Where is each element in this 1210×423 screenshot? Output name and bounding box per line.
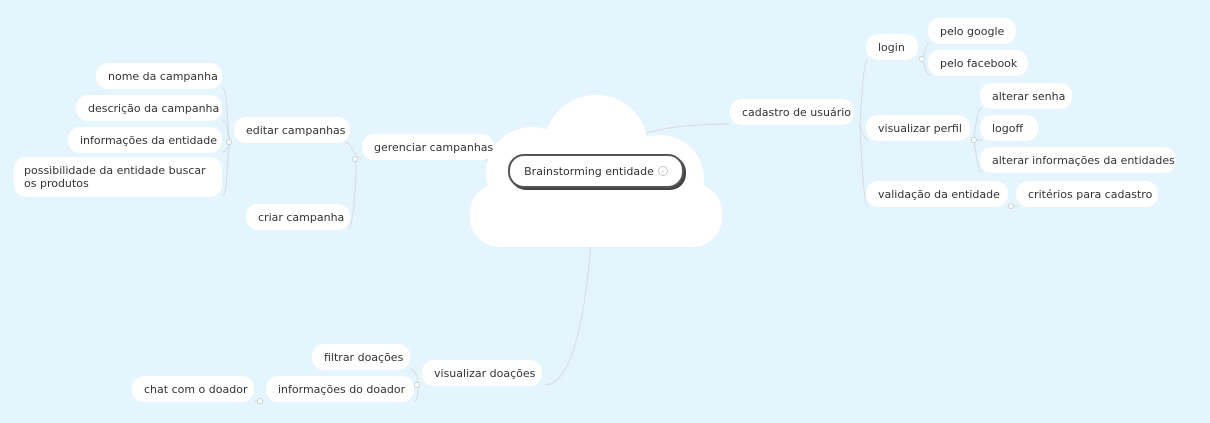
topic-label: criar campanha xyxy=(258,210,345,224)
expand-dot[interactable] xyxy=(352,156,358,162)
topic-label: chat com o doador xyxy=(144,382,248,396)
topic-label: alterar senha xyxy=(992,89,1066,103)
topic-label: login xyxy=(878,40,905,54)
topic-informacoes-do-doador[interactable]: informações do doador xyxy=(266,376,414,402)
topic-label: cadastro de usuário xyxy=(742,105,852,119)
topic-visualizar-doacoes[interactable]: visualizar doações xyxy=(422,360,542,386)
topic-label: descrição da campanha xyxy=(88,101,220,115)
topic-label: filtrar doações xyxy=(324,350,404,364)
topic-nome-da-campanha[interactable]: nome da campanha xyxy=(96,63,222,89)
topic-label: visualizar doações xyxy=(434,366,536,380)
link-gerenciar-criar xyxy=(347,158,357,230)
topic-label: pelo facebook xyxy=(940,56,1018,70)
topic-label: possibilidade da entidade buscar os prod… xyxy=(24,164,206,190)
expand-dot[interactable] xyxy=(1008,203,1014,209)
link-perfil-senha xyxy=(973,107,983,141)
link-editar-nome xyxy=(221,87,231,143)
topic-alterar-informacoes-entidades[interactable]: alterar informações da entidades xyxy=(980,147,1176,173)
expand-dot[interactable] xyxy=(226,139,232,145)
topic-informacoes-da-entidade[interactable]: informações da entidade xyxy=(68,127,222,153)
link-editar-possibilidade xyxy=(221,141,231,197)
topic-criterios-para-cadastro[interactable]: critérios para cadastro xyxy=(1016,181,1158,207)
topic-label: logoff xyxy=(992,121,1024,135)
topic-label: validação da entidade xyxy=(878,187,1000,201)
topic-cadastro-de-usuario[interactable]: cadastro de usuário xyxy=(730,99,854,125)
expand-dot[interactable] xyxy=(971,137,977,143)
topic-chat-com-o-doador[interactable]: chat com o doador xyxy=(132,376,254,402)
topic-label: alterar informações da entidades xyxy=(992,153,1175,167)
topic-label: critérios para cadastro xyxy=(1028,187,1153,201)
topic-validacao-da-entidade[interactable]: validação da entidade xyxy=(866,181,1008,207)
topic-descricao-da-campanha[interactable]: descrição da campanha xyxy=(76,95,222,121)
topic-filtrar-doacoes[interactable]: filtrar doações xyxy=(312,344,410,370)
expand-dot[interactable] xyxy=(414,382,420,388)
topic-gerenciar-campanhas[interactable]: gerenciar campanhas xyxy=(362,134,494,160)
link-gerenciar-editar xyxy=(344,141,363,160)
topic-criar-campanha[interactable]: criar campanha xyxy=(246,204,350,230)
topic-possibilidade-buscar-produtos[interactable]: possibilidade da entidade buscar os prod… xyxy=(14,157,222,197)
topic-label: informações da entidade xyxy=(80,133,217,147)
topic-logoff[interactable]: logoff xyxy=(980,115,1038,141)
topic-alterar-senha[interactable]: alterar senha xyxy=(980,83,1072,109)
central-topic[interactable]: Brainstorming entidade – xyxy=(508,154,684,188)
link-perfil-alterar xyxy=(973,139,983,173)
collapse-icon[interactable]: – xyxy=(657,166,668,176)
topic-label: pelo google xyxy=(940,24,1005,38)
topic-label: informações do doador xyxy=(278,382,406,396)
topic-label: editar campanhas xyxy=(246,123,346,137)
topic-visualizar-perfil[interactable]: visualizar perfil xyxy=(866,115,970,141)
topic-label: gerenciar campanhas xyxy=(374,140,494,154)
expand-dot[interactable] xyxy=(257,398,263,404)
topic-label: nome da campanha xyxy=(108,69,218,83)
link-cadastro-login xyxy=(859,58,869,125)
topic-label: visualizar perfil xyxy=(878,121,962,135)
topic-editar-campanhas[interactable]: editar campanhas xyxy=(234,117,350,143)
topic-pelo-facebook[interactable]: pelo facebook xyxy=(928,50,1028,76)
expand-dot[interactable] xyxy=(919,56,925,62)
topic-login[interactable]: login xyxy=(866,34,918,60)
link-cadastro-validacao xyxy=(859,123,869,207)
central-topic-label: Brainstorming entidade xyxy=(524,164,654,178)
topic-pelo-google[interactable]: pelo google xyxy=(928,18,1016,44)
